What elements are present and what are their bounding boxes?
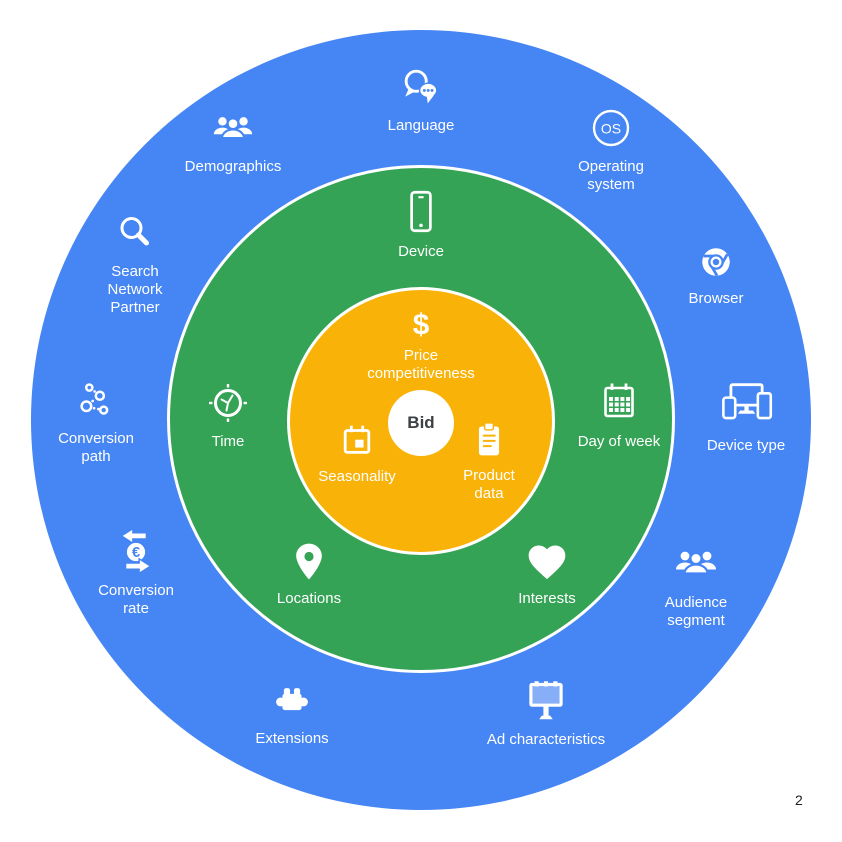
bid-center: Bid [388,390,454,456]
diagram-item-seasonality: Seasonality [272,420,442,486]
diagram-item-conversion-path: Conversion path [11,378,181,466]
item-label: Locations [276,590,342,607]
diagram-item-locations: Locations [224,540,394,608]
item-label: Language [387,117,455,134]
diagram-item-ad-characteristics: Ad characteristics [461,675,631,749]
item-label: Audience segment [664,594,728,629]
diagram-item-operating-system: OS Operating system [526,104,696,194]
item-label: Ad characteristics [486,731,606,748]
dollar-sign-icon: $ [404,307,438,341]
magnifier-icon [111,209,159,257]
item-label: Product data [463,467,515,502]
currency-exchange-icon: € [111,526,161,576]
item-label: Conversion path [58,430,134,465]
svg-text:€: € [132,545,140,561]
item-label: Search Network Partner [107,263,163,316]
os-circle-icon: OS [587,104,635,152]
diagram-item-language: Language [336,65,506,135]
diagram-item-interests: Interests [462,540,632,608]
item-label: Device type [706,437,786,454]
people-group-icon [210,106,256,152]
calendar-grid-icon [595,379,643,427]
smartphone-icon [396,187,446,237]
clipboard-icon [468,419,510,461]
item-label: Day of week [577,433,661,450]
item-label: Time [211,433,245,450]
item-label: Browser [688,290,744,307]
diagram-item-day-of-week: Day of week [534,379,704,451]
item-label: Operating system [578,158,644,193]
item-label: Price competitiveness [367,347,475,382]
item-label: Interests [518,590,576,607]
puzzle-piece-icon [269,678,315,724]
page-number: 2 [795,792,803,808]
svg-text:$: $ [413,309,430,341]
diagram-item-search-network-partner: Search Network Partner [50,209,220,317]
svg-text:OS: OS [601,121,621,137]
item-label: Seasonality [318,468,396,485]
calendar-filled-icon [336,420,378,462]
diagram-item-audience-segment: Audience segment [611,540,781,630]
diagram-item-price-competitiveness: $ Price competitiveness [336,307,506,383]
item-label: Conversion rate [98,582,174,617]
chrome-icon [694,240,738,284]
item-label: Device [398,243,444,260]
diagram-item-time: Time [143,379,313,451]
item-label: Demographics [184,158,282,175]
diagram-item-extensions: Extensions [207,678,377,748]
map-pin-icon [287,540,331,584]
billboard-icon [521,675,571,725]
item-label: Extensions [255,730,329,747]
diagram-item-device-type: Device type [661,375,831,455]
diagram-item-product-data: Product data [404,419,574,503]
device-set-icon [718,375,774,431]
diagram-item-conversion-rate: € Conversion rate [51,526,221,618]
dotted-path-icon [73,378,119,424]
chat-bubbles-icon [398,65,444,111]
diagram-item-browser: Browser [631,240,801,308]
clock-icon [204,379,252,427]
bid-label: Bid [407,413,435,432]
diagram-item-device: Device [336,187,506,261]
diagram-item-demographics: Demographics [148,106,318,176]
heart-icon [525,540,569,584]
people-group-icon [672,540,720,588]
